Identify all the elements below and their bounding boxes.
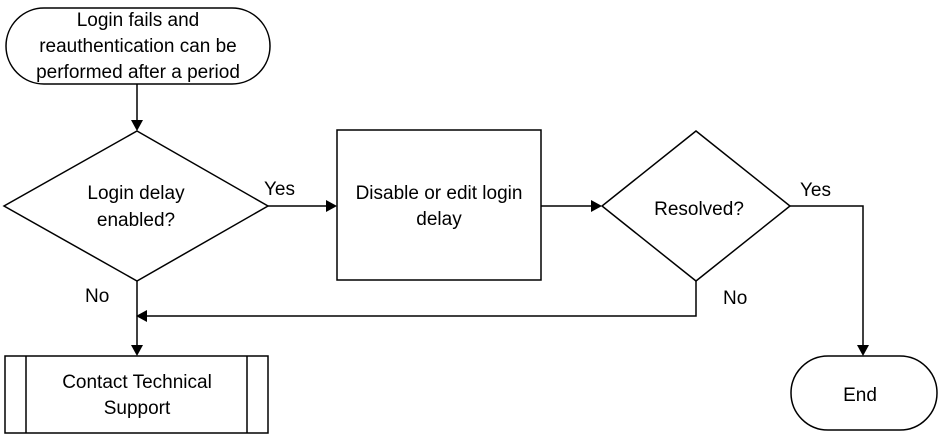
delay-check-label-line-1: Login delay: [87, 183, 185, 204]
contact-support-box: [4, 355, 269, 434]
edge-label-delay-yes: Yes: [264, 179, 295, 200]
arrowhead-end: [857, 345, 869, 356]
connector-resolved-yes: [790, 205, 864, 346]
end-node: End: [790, 355, 938, 431]
delay-check-label-line-2: enabled?: [97, 210, 175, 231]
disable-delay-node: Disable or edit login delay: [336, 129, 542, 281]
delay-check-node: Login delay enabled?: [2, 130, 270, 282]
disable-delay-label-line-1: Disable or edit login: [356, 183, 523, 204]
arrowhead-resolved: [591, 200, 602, 212]
resolved-label: Resolved?: [654, 199, 744, 220]
start-node: Login fails and reauthentication can be …: [5, 7, 271, 85]
arrowhead-disable-delay: [326, 200, 337, 212]
start-label-line-3: performed after a period: [36, 62, 240, 83]
delay-check-diamond: [2, 130, 270, 282]
contact-support-label-line-1: Contact Technical: [62, 372, 212, 393]
resolved-node: Resolved?: [600, 130, 792, 282]
arrowhead-delay-check: [131, 120, 143, 131]
edge-label-resolved-yes: Yes: [800, 180, 831, 201]
start-terminal-shape: [5, 7, 271, 85]
arrowhead-contact-support: [131, 345, 143, 356]
connector-resolved-no: [146, 281, 697, 317]
contact-support-node: Contact Technical Support: [4, 355, 269, 434]
disable-delay-box: [336, 129, 542, 281]
disable-delay-label-line-2: delay: [416, 209, 462, 230]
edge-label-delay-no: No: [85, 286, 109, 307]
start-label-line-2: reauthentication can be: [39, 36, 237, 57]
start-label-line-1: Login fails and: [77, 10, 200, 31]
arrowhead-merge: [136, 310, 147, 322]
edge-label-resolved-no: No: [723, 288, 747, 309]
contact-support-label-line-2: Support: [104, 398, 171, 419]
end-label: End: [843, 385, 877, 406]
end-terminal-shape: [790, 355, 938, 431]
